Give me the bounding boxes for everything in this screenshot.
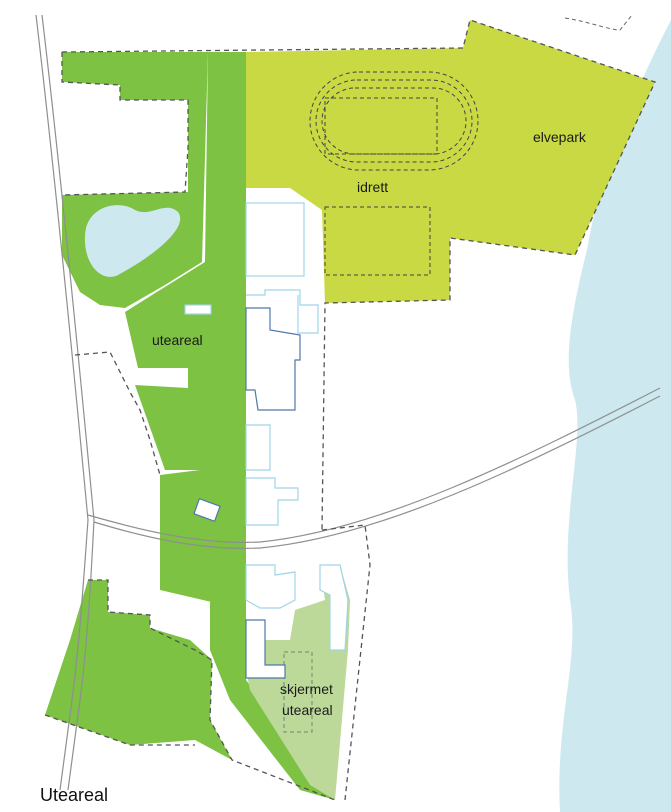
building-central-light <box>246 289 319 334</box>
running-track <box>309 71 479 171</box>
label-uteareal: uteareal <box>152 332 203 348</box>
building-north <box>245 202 305 277</box>
label-idrett: idrett <box>357 179 388 195</box>
uteareal-northwest-area <box>62 52 208 308</box>
roads <box>35 14 661 791</box>
shoreline-top <box>564 14 633 31</box>
building-south-b <box>319 564 349 651</box>
building-central <box>245 307 301 411</box>
skjermet-dashed-outline <box>283 651 313 733</box>
label-elvepark: elvepark <box>533 129 587 145</box>
pond <box>84 205 181 277</box>
small-building-uteareal <box>184 304 212 315</box>
building-south-c <box>245 619 286 679</box>
uteareal-southwest-area <box>45 580 232 760</box>
small-building-pavilion <box>193 497 221 523</box>
building-south-a <box>245 564 296 609</box>
skjermet-uteareal-area <box>246 565 350 800</box>
buildings <box>184 202 349 679</box>
plan-boundaries <box>44 19 656 801</box>
idrett-elvepark-area <box>246 20 655 303</box>
label-skjermet-line2: uteareal <box>282 702 333 718</box>
map-caption: Uteareal <box>40 785 109 805</box>
football-field <box>324 206 431 276</box>
uteareal-main-area <box>125 52 246 610</box>
building-wing-b <box>245 477 299 526</box>
uteareal-south-strip <box>210 540 335 800</box>
building-wing-a <box>245 424 271 471</box>
label-skjermet-line1: skjermet <box>280 681 333 697</box>
river <box>559 20 671 812</box>
